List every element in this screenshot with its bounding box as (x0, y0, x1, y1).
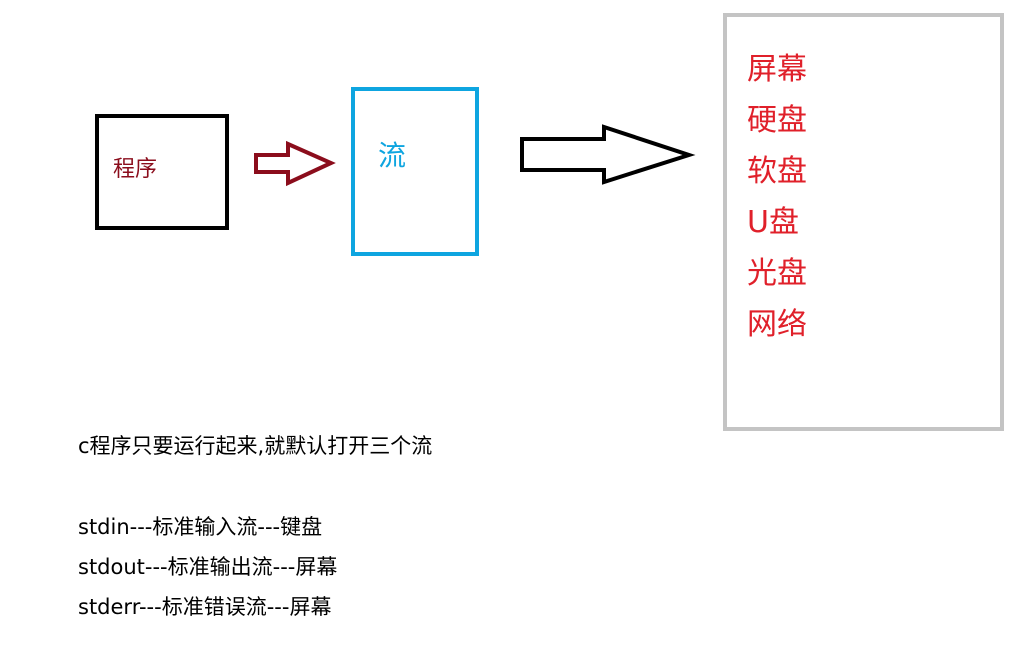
device-item-hard-disk: 硬盘 (747, 103, 807, 138)
device-box: 屏幕 硬盘 软盘 U盘 光盘 网络 (723, 13, 1004, 431)
device-item-screen: 屏幕 (747, 52, 807, 87)
stream-to-devices-arrow (520, 124, 696, 185)
stream-box: 流 (351, 87, 479, 256)
stream-label: 流 (378, 139, 407, 172)
device-list: 屏幕 硬盘 软盘 U盘 光盘 网络 (747, 44, 807, 350)
stdout-note: stdout---标准输出流---屏幕 (78, 555, 338, 579)
device-item-usb-drive: U盘 (747, 205, 799, 240)
program-box: 程序 (95, 114, 229, 230)
device-item-network: 网络 (747, 307, 807, 342)
device-item-optical-disc: 光盘 (747, 256, 807, 291)
program-to-stream-arrow (254, 140, 336, 187)
program-label: 程序 (113, 157, 158, 182)
intro-note: c程序只要运行起来,就默认打开三个流 (78, 434, 433, 458)
device-item-floppy-disk: 软盘 (747, 154, 807, 189)
stderr-note: stderr---标准错误流---屏幕 (78, 595, 332, 619)
stdin-note: stdin---标准输入流---键盘 (78, 515, 323, 539)
